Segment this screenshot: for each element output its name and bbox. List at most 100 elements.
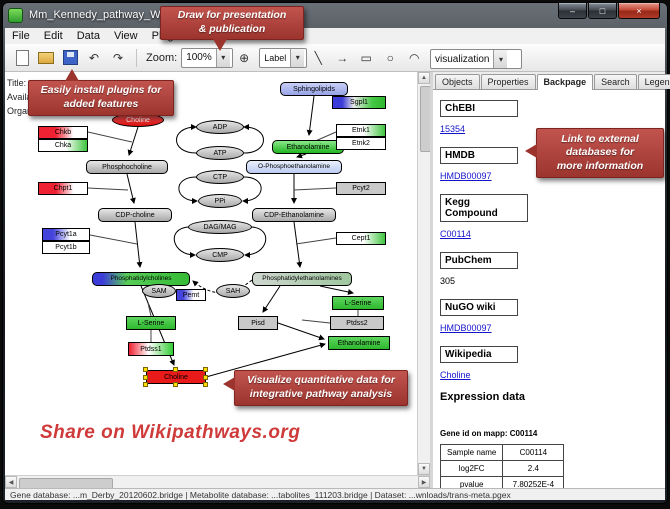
expression-data-heading: Expression data (440, 391, 525, 403)
selection-handle[interactable] (203, 367, 208, 372)
selected-node-wrapper[interactable]: Choline (143, 367, 209, 387)
pathway-node-pisd[interactable]: Pisd (238, 316, 278, 330)
menu-view[interactable]: View (113, 30, 138, 42)
pathway-node-sam[interactable]: SAM (142, 284, 176, 298)
pathway-node-pcyt2[interactable]: Pcyt2 (336, 182, 386, 195)
selection-handle[interactable] (203, 382, 208, 387)
vertical-scrollbar[interactable]: ▲ ▼ (417, 72, 431, 475)
pathway-node-phosphocholine[interactable]: Phosphocholine (86, 160, 168, 174)
selection-handle[interactable] (143, 382, 148, 387)
pathway-node-chpt1[interactable]: Chpt1 (38, 182, 88, 195)
pathway-node-cmp[interactable]: CMP (196, 248, 244, 262)
backpage-header-chebi: ChEBI (440, 100, 518, 117)
chebi-link[interactable]: 15354 (440, 124, 466, 134)
zoom-combobox[interactable]: 100% ▾ (181, 47, 234, 68)
pathway-node-pcyt1b[interactable]: Pcyt1b (42, 241, 90, 254)
pathway-node-etnk2[interactable]: Etnk2 (336, 137, 386, 150)
kegg-link[interactable]: C00114 (440, 229, 471, 239)
callout-visualize: Visualize quantitative data for integrat… (223, 370, 408, 406)
table-cell: Sample name (439, 444, 504, 461)
close-button[interactable]: × (618, 2, 660, 19)
label-tool-combobox[interactable]: Label ▾ (259, 47, 308, 68)
selection-handle[interactable] (203, 375, 208, 380)
pathway-node-ctp[interactable]: CTP (196, 170, 244, 184)
horizontal-scrollbar[interactable]: ◀ ▶ (5, 475, 430, 489)
menu-bar: File Edit Data View Plugins Help (5, 28, 665, 45)
new-file-button[interactable] (11, 47, 33, 69)
maximize-button[interactable]: □ (588, 2, 617, 19)
menu-file[interactable]: File (12, 30, 30, 42)
pathway-node-sphingolipids[interactable]: Sphingolipids (280, 82, 348, 96)
pathway-node-pcyt1a[interactable]: Pcyt1a (42, 228, 90, 241)
pathway-node-ethanolamine[interactable]: Ethanolamine (272, 140, 344, 154)
hmdb-link[interactable]: HMDB00097 (440, 171, 492, 181)
open-file-button[interactable] (35, 47, 57, 69)
pathway-node-cept1[interactable]: Cept1 (336, 232, 386, 245)
tab-properties[interactable]: Properties (480, 74, 536, 89)
table-row: log2FC 2.4 (439, 460, 565, 477)
app-icon (8, 7, 23, 23)
pathway-node-cdp-ethanolamine[interactable]: CDP-Ethanolamine (252, 208, 336, 222)
pathway-node-sah[interactable]: SAH (216, 284, 250, 298)
redo-button[interactable]: ↷ (112, 50, 124, 65)
pathway-node-dag-mag[interactable]: DAG/MAG (188, 220, 252, 234)
undo-button[interactable]: ↶ (88, 50, 100, 65)
pathway-node-chkb[interactable]: Chkb (38, 126, 88, 139)
visualization-combobox[interactable]: visualization ▾ (430, 49, 522, 69)
pathway-node-etnk1[interactable]: Etnk1 (336, 124, 386, 137)
menu-edit[interactable]: Edit (43, 30, 63, 42)
arc-tool-button[interactable]: ◠ (408, 50, 420, 65)
label-tool-value: Label (264, 52, 287, 63)
pathway-node-ptdss1[interactable]: Ptdss1 (128, 342, 174, 356)
wikipedia-link[interactable]: Choline (440, 370, 471, 380)
scroll-right-button[interactable]: ▶ (418, 476, 430, 488)
pathway-node-pemt[interactable]: Pemt (176, 289, 206, 301)
pathway-canvas[interactable]: Title: Availa Organi (5, 72, 417, 475)
minimize-button[interactable]: – (558, 2, 587, 19)
pathway-node-chka[interactable]: Chka (38, 139, 88, 152)
tab-backpage[interactable]: Backpage (536, 74, 594, 90)
panel-splitter[interactable] (430, 72, 433, 488)
callout-line: databases for (565, 146, 635, 159)
pathway-node-atp[interactable]: ATP (196, 146, 244, 160)
pathway-node-l-serine-left[interactable]: L-Serine (126, 316, 176, 330)
pathway-node-cdp-choline[interactable]: CDP-choline (98, 208, 172, 222)
pathway-node-ethanolamine-bottom[interactable]: Ethanolamine (328, 336, 390, 350)
arrow-tool-button[interactable]: → (336, 50, 349, 65)
pathway-node-l-serine-right[interactable]: L-Serine (332, 296, 384, 310)
fit-to-window-button[interactable]: ⊕ (239, 50, 250, 65)
pathway-node-sgpl1[interactable]: Sgpl1 (332, 96, 386, 109)
save-button[interactable] (59, 47, 81, 69)
expression-table: Sample name C00114 log2FC 2.4 pvalue 7.8… (439, 444, 565, 488)
callout-line: more information (556, 159, 644, 172)
scroll-left-button[interactable]: ◀ (5, 476, 17, 488)
scroll-up-button[interactable]: ▲ (418, 72, 430, 84)
selection-handle[interactable] (143, 375, 148, 380)
oval-tool-button[interactable]: ○ (386, 50, 394, 65)
tab-objects[interactable]: Objects (435, 74, 480, 89)
selection-handle[interactable] (173, 382, 178, 387)
selection-handle[interactable] (143, 367, 148, 372)
pathway-node-o-phosphoethanolamine[interactable]: O-Phosphoethanolamine (246, 160, 342, 174)
line-tool-button[interactable]: ╲ (314, 50, 322, 65)
chevron-down-icon: ▾ (290, 48, 305, 67)
callout-line: integrative pathway analysis (249, 388, 393, 400)
table-cell: pvalue (439, 476, 504, 488)
selection-handle[interactable] (173, 367, 178, 372)
menu-data[interactable]: Data (76, 30, 100, 42)
pathway-node-ptdss2[interactable]: Ptdss2 (330, 316, 384, 330)
tab-legend[interactable]: Legend (637, 74, 670, 89)
pathway-node-adp[interactable]: ADP (196, 120, 244, 134)
scroll-down-button[interactable]: ▼ (418, 463, 430, 475)
pathway-node-phosphatidylcholines[interactable]: Phosphatidylcholines (92, 272, 190, 286)
tab-search[interactable]: Search (594, 74, 637, 89)
pathway-node-ppi[interactable]: PPi (198, 194, 242, 208)
side-panel-tabs: Objects Properties Backpage Search Legen… (433, 72, 670, 90)
rectangle-tool-button[interactable]: ▭ (360, 50, 372, 65)
callout-pointer (65, 69, 79, 81)
pathway-node-phosphatidylethanolamines[interactable]: Phosphatidylethanolamines (252, 272, 352, 286)
pathway-info-title: Title: (7, 78, 27, 88)
save-disk-icon (62, 50, 78, 65)
nugo-link[interactable]: HMDB00097 (440, 323, 492, 333)
chevron-down-icon: ▾ (493, 50, 508, 68)
